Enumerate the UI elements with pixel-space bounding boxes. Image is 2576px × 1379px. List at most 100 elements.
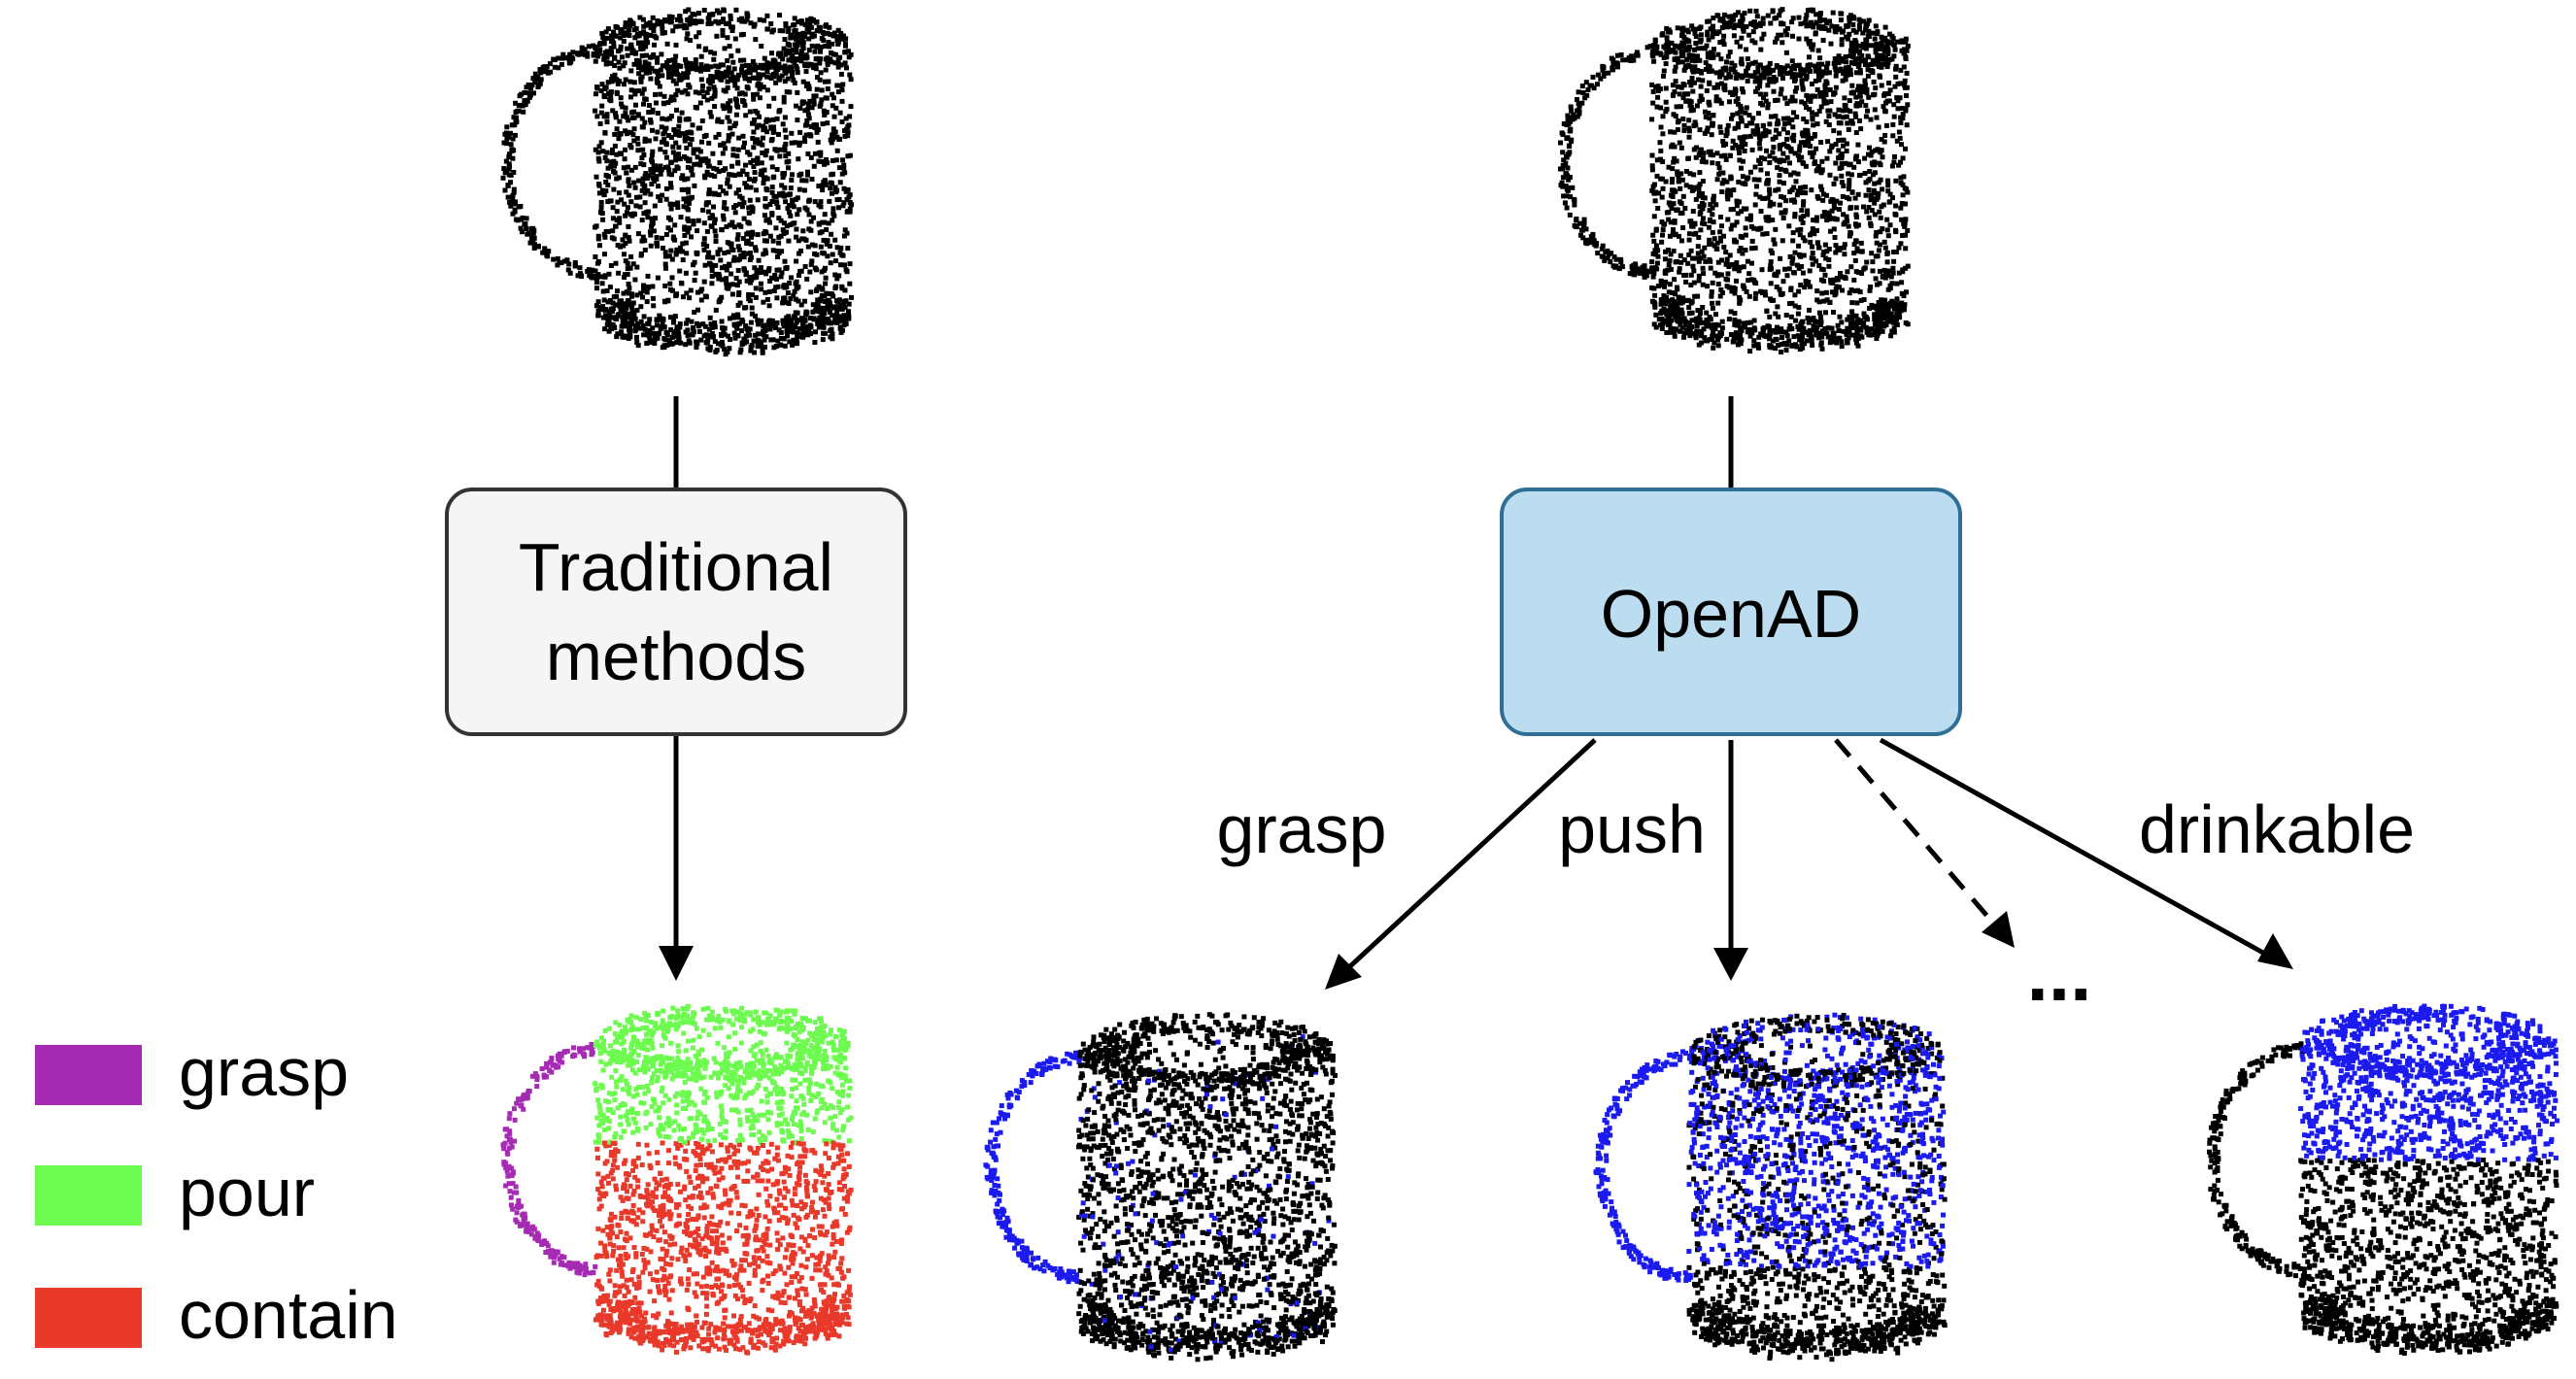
point-cloud-dot — [1683, 272, 1689, 278]
point-cloud-dot — [1566, 118, 1572, 123]
point-cloud-dot — [820, 183, 826, 188]
point-cloud-dot — [742, 181, 748, 186]
point-cloud-dot — [1565, 135, 1571, 141]
point-cloud-dot — [1823, 255, 1829, 261]
point-cloud-dot — [837, 54, 843, 60]
point-cloud-dot — [1861, 204, 1866, 210]
point-cloud-dot — [815, 139, 821, 145]
point-cloud-dot — [622, 319, 627, 324]
point-cloud-dot — [642, 200, 648, 206]
point-cloud-dot — [692, 18, 697, 24]
point-cloud-dot — [1724, 20, 1730, 26]
point-cloud-dot — [1795, 227, 1801, 233]
point-cloud-dot — [678, 215, 684, 220]
point-cloud-dot — [736, 247, 742, 252]
point-cloud-dot — [673, 92, 679, 98]
point-cloud-dot — [1898, 120, 1904, 125]
point-cloud-dot — [1658, 278, 1664, 284]
point-cloud-dot — [1688, 283, 1694, 287]
point-cloud-dot — [662, 150, 668, 155]
point-cloud-dot — [1821, 298, 1827, 304]
point-cloud-dot — [730, 24, 735, 30]
point-cloud-dot — [1676, 59, 1681, 65]
point-cloud-dot — [1760, 20, 1766, 26]
point-cloud-dot — [815, 297, 821, 303]
point-cloud-dot — [1733, 90, 1738, 96]
point-cloud-dot — [627, 290, 631, 296]
point-cloud-dot — [1873, 253, 1879, 259]
point-cloud-dot — [1644, 45, 1650, 50]
point-cloud-dot — [718, 19, 724, 24]
point-cloud-dot — [1763, 215, 1769, 220]
point-cloud-dot — [749, 234, 754, 240]
point-cloud-dot — [822, 178, 828, 184]
point-cloud-dot — [699, 88, 705, 94]
point-cloud-dot — [1798, 217, 1804, 222]
point-cloud-dot — [1864, 90, 1870, 96]
point-cloud-dot — [1663, 279, 1669, 285]
point-cloud-dot — [502, 140, 508, 146]
point-cloud-dot — [1800, 133, 1806, 139]
point-cloud-dot — [1870, 268, 1876, 274]
point-cloud-dot — [1693, 255, 1699, 261]
point-cloud-dot — [777, 147, 783, 152]
point-cloud-dot — [1827, 172, 1833, 178]
point-cloud-dot — [794, 31, 799, 37]
point-cloud-dot — [1706, 111, 1712, 116]
point-cloud-dot — [712, 87, 718, 93]
point-cloud-dot — [727, 44, 732, 50]
point-cloud-dot — [1792, 76, 1798, 82]
point-cloud-dot — [1863, 114, 1869, 119]
point-cloud-dot — [1844, 65, 1848, 71]
point-cloud-dot — [1735, 123, 1741, 128]
point-cloud-dot — [1802, 341, 1808, 347]
point-cloud-dot — [1797, 148, 1803, 153]
point-cloud-dot — [782, 67, 788, 73]
point-cloud-dot — [1806, 23, 1812, 29]
point-cloud-dot — [1766, 129, 1772, 135]
point-cloud-dot — [540, 250, 546, 255]
point-cloud-dot — [830, 103, 835, 109]
point-cloud-dot — [1825, 60, 1831, 66]
point-cloud-dot — [1826, 247, 1832, 252]
point-cloud-dot — [801, 236, 807, 242]
point-cloud-dot — [1688, 272, 1694, 278]
point-cloud-dot — [1857, 102, 1863, 108]
point-cloud-dot — [805, 151, 811, 156]
point-cloud-dot — [501, 166, 507, 171]
point-cloud-dot — [594, 260, 600, 266]
point-cloud-dot — [1787, 253, 1793, 259]
point-cloud-dot — [682, 226, 688, 232]
point-cloud-dot — [502, 187, 508, 193]
point-cloud-dot — [798, 49, 804, 54]
point-cloud-dot — [744, 183, 750, 188]
point-cloud-dot — [803, 178, 809, 184]
point-cloud-dot — [570, 56, 576, 62]
point-cloud-dot — [716, 299, 722, 305]
point-cloud-dot — [1876, 190, 1881, 196]
point-cloud-dot — [622, 201, 627, 207]
point-cloud-dot — [1886, 81, 1892, 85]
point-cloud-dot — [1838, 153, 1844, 159]
point-cloud-dot — [700, 207, 706, 213]
point-cloud-dot — [733, 120, 738, 126]
point-cloud-dot — [683, 9, 689, 15]
point-cloud-dot — [1663, 249, 1668, 254]
point-cloud-dot — [696, 90, 702, 96]
point-cloud-dot — [604, 35, 610, 41]
point-cloud-dot — [734, 283, 740, 288]
point-cloud-dot — [1871, 79, 1877, 84]
point-cloud-dot — [1773, 311, 1779, 317]
point-cloud-dot — [604, 315, 610, 320]
point-cloud-dot — [738, 223, 744, 229]
point-cloud-dot — [529, 83, 535, 88]
point-cloud-dot — [820, 314, 826, 320]
point-cloud-dot — [651, 28, 657, 34]
point-cloud-dot — [1800, 130, 1806, 136]
point-cloud-dot — [796, 156, 801, 162]
point-cloud-dot — [790, 52, 796, 58]
point-cloud-dot — [564, 257, 570, 263]
point-cloud-dot — [1883, 38, 1889, 44]
point-cloud-dot — [602, 94, 608, 100]
point-cloud-dot — [738, 347, 744, 353]
